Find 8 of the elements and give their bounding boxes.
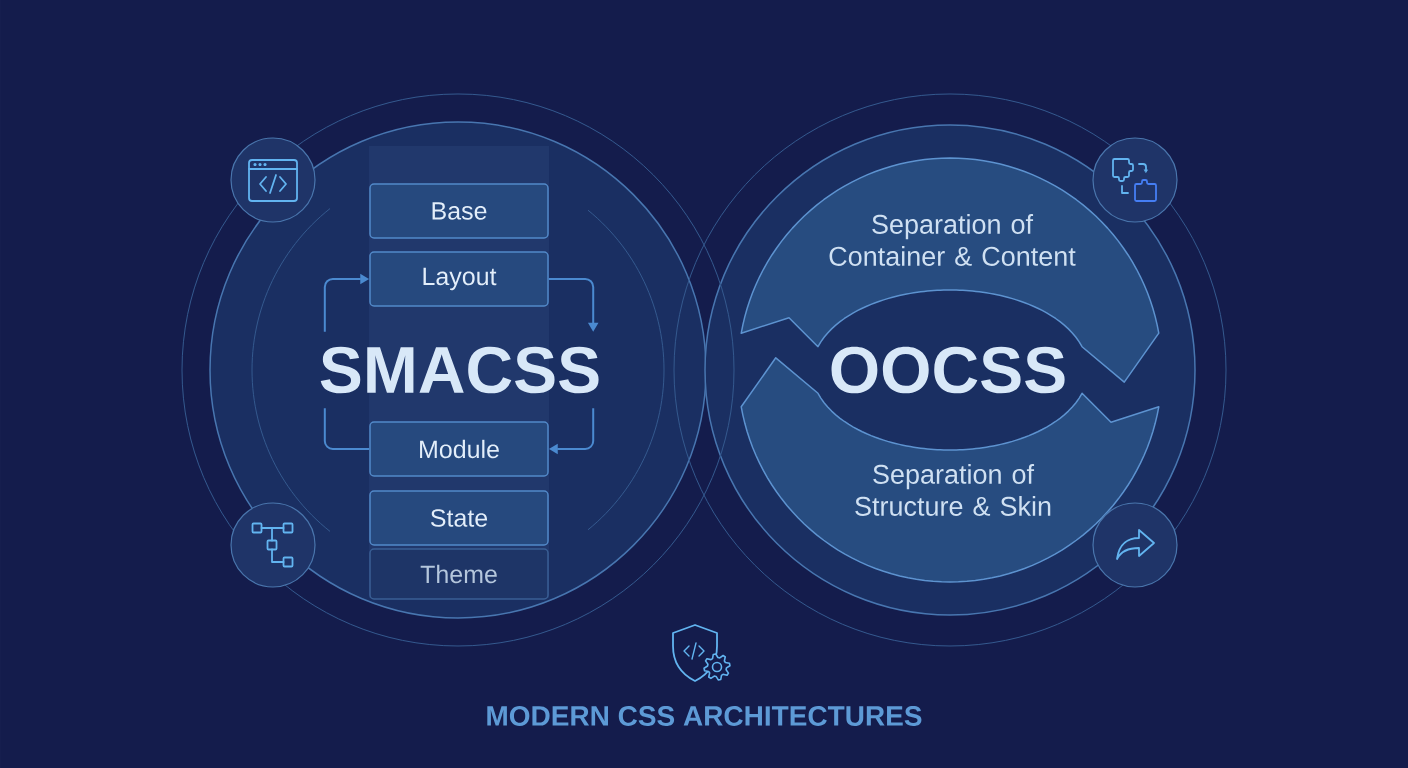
heading: SMACSS <box>320 346 599 394</box>
layer-box: Base <box>369 183 549 239</box>
layer-box: State <box>369 490 549 546</box>
layer-box: Theme <box>369 548 549 600</box>
title: MODERN CSS ARCHITECTURES <box>487 706 922 726</box>
connector-line <box>323 407 371 450</box>
layer-box: Module <box>369 421 549 477</box>
layer-box: Layout <box>369 251 549 307</box>
